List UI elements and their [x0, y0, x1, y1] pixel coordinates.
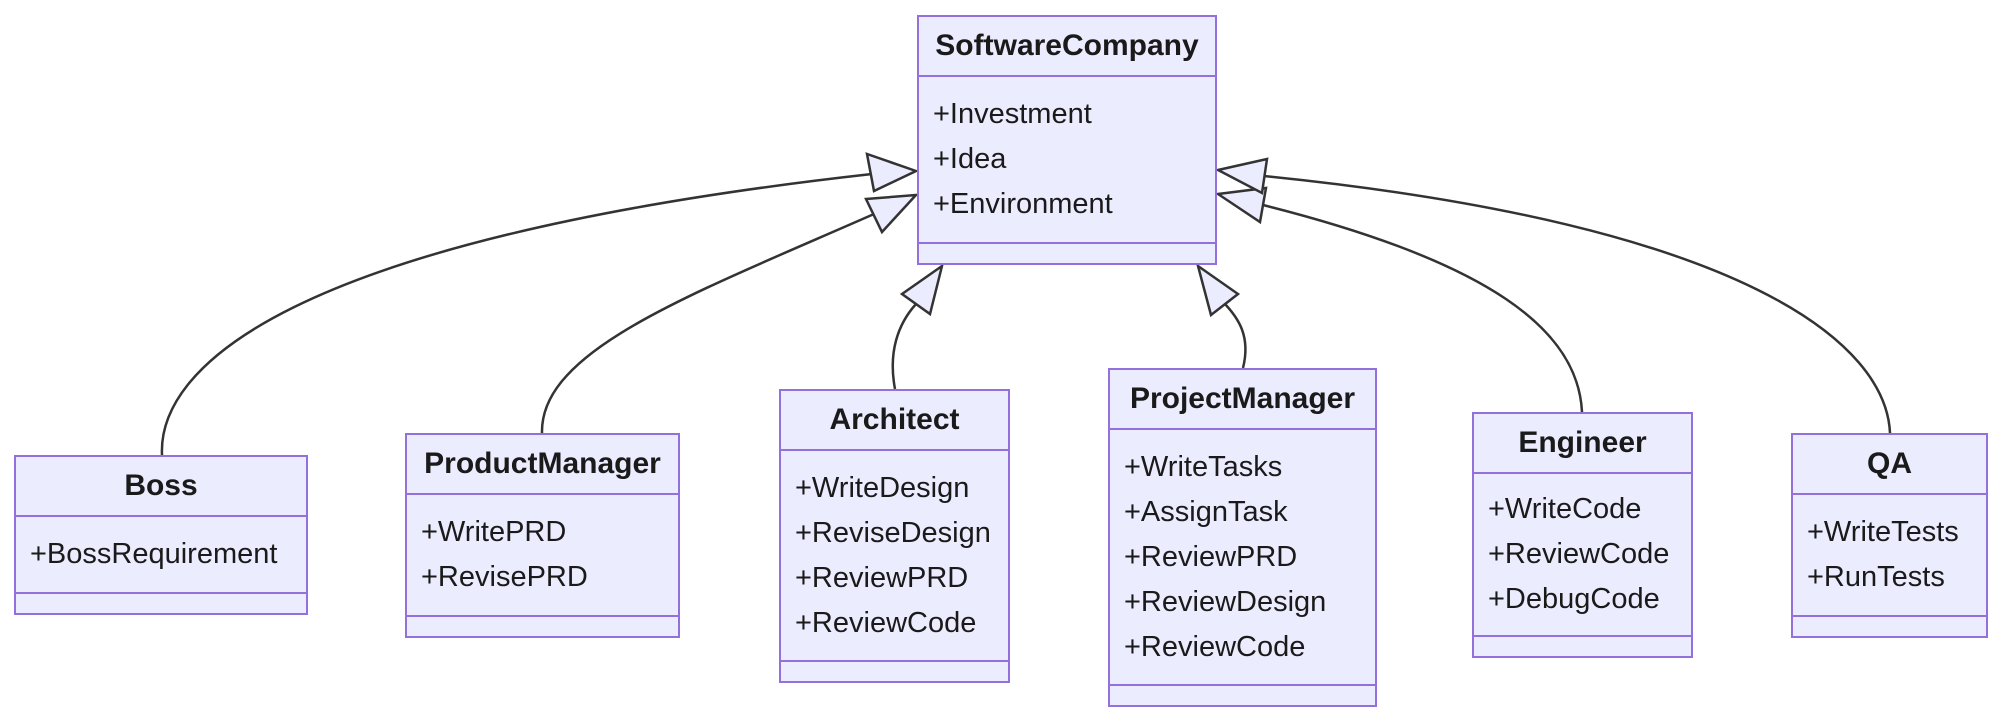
- member-line: +WriteTests: [1807, 516, 1959, 548]
- inheritance-arrowhead: [1214, 157, 1269, 195]
- class-methods-empty: [781, 660, 1008, 681]
- inheritance-arrowhead: [899, 263, 945, 317]
- member-line: +WriteTasks: [1124, 450, 1283, 483]
- member-line: +RunTests: [1807, 561, 1945, 593]
- class-node-qa: QA +WriteTests +RunTests: [1791, 433, 1988, 638]
- class-methods-empty: [16, 592, 306, 613]
- member-line: +ReviseDesign: [795, 516, 991, 549]
- member-line: +ReviewCode: [1124, 630, 1306, 663]
- class-title: Boss: [16, 457, 306, 517]
- edge-boss-to-softwarecompany: [160, 152, 920, 456]
- class-methods-empty: [1793, 615, 1986, 636]
- class-members: +WritePRD +RevisePRD: [407, 495, 678, 615]
- class-members: +Investment +Idea +Environment: [919, 77, 1215, 242]
- edge-qa-to-softwarecompany: [1214, 157, 1892, 434]
- edge-engineer-to-softwarecompany: [1214, 186, 1584, 413]
- member-line: +Idea: [933, 143, 1007, 175]
- class-title: ProductManager: [407, 435, 678, 495]
- class-members: +BossRequirement: [16, 517, 306, 592]
- class-members: +WriteDesign +ReviseDesign +ReviewPRD +R…: [781, 451, 1008, 660]
- member-line: +DebugCode: [1488, 583, 1660, 615]
- member-line: +WriteCode: [1488, 493, 1642, 525]
- member-line: +AssignTask: [1124, 495, 1288, 528]
- class-methods-empty: [1110, 684, 1375, 705]
- member-line: +RevisePRD: [421, 561, 588, 593]
- member-line: +Investment: [933, 98, 1092, 130]
- class-members: +WriteTasks +AssignTask +ReviewPRD +Revi…: [1110, 430, 1375, 684]
- class-methods-empty: [1474, 635, 1691, 656]
- class-node-architect: Architect +WriteDesign +ReviseDesign +Re…: [779, 389, 1010, 683]
- class-node-engineer: Engineer +WriteCode +ReviewCode +DebugCo…: [1472, 412, 1693, 658]
- edge-architect-to-softwarecompany: [891, 263, 945, 390]
- inheritance-arrowhead: [1195, 263, 1241, 318]
- class-title: SoftwareCompany: [919, 17, 1215, 77]
- class-methods-empty: [407, 615, 678, 636]
- member-line: +ReviewCode: [1488, 538, 1670, 570]
- class-title: Architect: [781, 391, 1008, 451]
- class-title: ProjectManager: [1110, 370, 1375, 430]
- member-line: +ReviewPRD: [1124, 540, 1298, 573]
- member-line: +WriteDesign: [795, 471, 970, 504]
- edge-projectmanager-to-softwarecompany: [1195, 263, 1247, 369]
- member-line: +ReviewCode: [795, 606, 977, 639]
- class-node-productmanager: ProductManager +WritePRD +RevisePRD: [405, 433, 680, 638]
- class-node-softwarecompany: SoftwareCompany +Investment +Idea +Envir…: [917, 15, 1217, 265]
- inheritance-arrowhead: [864, 193, 920, 235]
- inheritance-arrowhead: [865, 152, 920, 193]
- class-node-boss: Boss +BossRequirement: [14, 455, 308, 615]
- member-line: +WritePRD: [421, 516, 567, 548]
- member-line: +Environment: [933, 188, 1113, 220]
- class-members: +WriteCode +ReviewCode +DebugCode: [1474, 474, 1691, 635]
- class-title: QA: [1793, 435, 1986, 495]
- class-methods-empty: [919, 242, 1215, 263]
- inheritance-arrowhead: [1214, 186, 1268, 225]
- edge-productmanager-to-softwarecompany: [540, 193, 920, 434]
- class-node-projectmanager: ProjectManager +WriteTasks +AssignTask +…: [1108, 368, 1377, 707]
- class-title: Engineer: [1474, 414, 1691, 474]
- member-line: +BossRequirement: [30, 538, 278, 570]
- class-members: +WriteTests +RunTests: [1793, 495, 1986, 615]
- member-line: +ReviewPRD: [795, 561, 969, 594]
- member-line: +ReviewDesign: [1124, 585, 1327, 618]
